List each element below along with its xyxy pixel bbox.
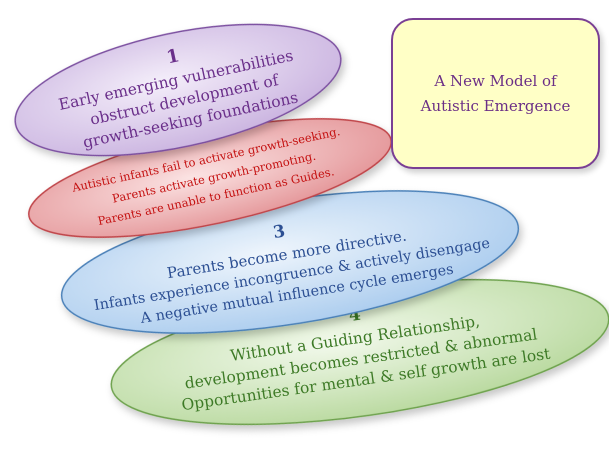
stage-1: 1 Early emerging vulnerabilities obstruc… [14,23,342,157]
stage-1-number: 1 [165,45,182,68]
stage-1-ellipse [14,23,342,157]
stage-3: 3 Parents become more directive. Infants… [60,190,520,334]
title-box: A New Model of Autistic Emergence [391,18,600,169]
stage-2: Autistic infants fail to activate growth… [28,118,392,238]
stage-3-number: 3 [272,222,287,244]
title-line-1: A New Model of [434,71,557,90]
title-line-2: Autistic Emergence [420,96,571,115]
